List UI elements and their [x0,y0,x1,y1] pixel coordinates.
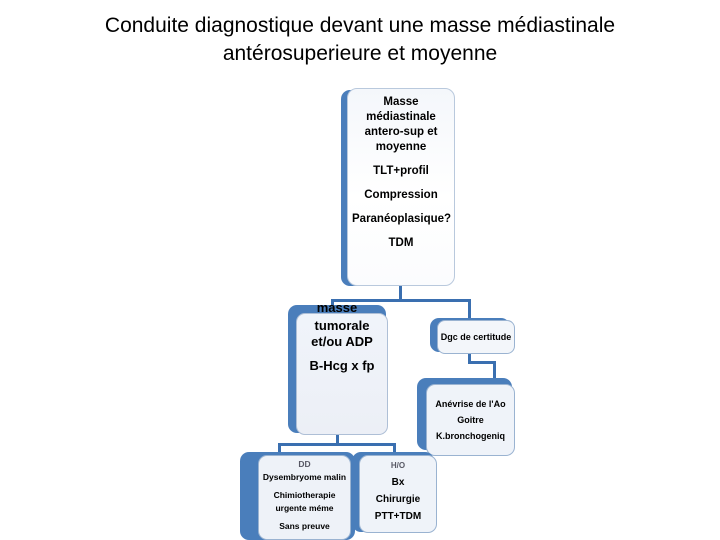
biopsie-line-3: Chirurgie [375,494,421,505]
connector-root-split [331,299,471,302]
biopsie-chirurgie[interactable]: H/O Bx Chirurgie PTT+TDM [359,455,437,533]
connector-to-dysembryome [278,443,281,455]
connector-to-biopsie [393,443,396,455]
connector-dgc-stem [468,352,471,364]
connector-root-stem [399,286,402,301]
dysembryome-malin[interactable]: DD Dysembryome malin Chimiotherapie urge… [258,455,351,540]
biopsie-line-1: H/O [390,461,406,470]
dysembryome-line-4: Sans preuve [279,521,330,531]
connector-dgc-drop [493,361,496,381]
connector-bottom-split [278,443,396,446]
connector-to-dgc [468,299,471,321]
biopsie-line-2: Bx [391,477,405,488]
masse-line-3: B-Hcg x fp [309,358,375,373]
diff-line-3: K.bronchogeniq [436,431,505,441]
diagnostics-differentiels[interactable]: Anévrise de l'Ao Goitre K.bronchogeniq [426,384,515,456]
biopsie-line-4: PTT+TDM [374,511,422,522]
masse-line-1: tumorale [314,318,370,333]
root-line-3: Compression [364,189,438,201]
root-line-1: Masse médiastinale antero-sup et moyenne [364,96,438,153]
masse-line-2: et/ou ADP [311,334,373,349]
connector-dgc-elbow [468,361,496,364]
dgc-de-certitude[interactable]: Dgc de certitude [437,320,515,354]
dysembryome-line-2: Dysembryome malin [262,472,347,482]
dysembryome-line-1: DD [298,459,311,469]
root-line-4: Paranéoplasique? [352,213,452,225]
diff-line-2: Goitre [457,415,484,425]
masse-tumorale-overlabel: masse [316,300,358,315]
dgc-line-1: Dgc de certitude [440,332,512,342]
root-line-2: TLT+profil [373,165,429,177]
masse-mediastinale-root[interactable]: Masse médiastinale antero-sup et moyenne… [347,88,455,286]
connector-masse-stem [336,433,339,445]
page-title: Conduite diagnostique devant une masse m… [104,14,616,65]
root-line-5: TDM [388,237,414,249]
diff-line-1: Anévrise de l'Ao [435,399,506,409]
connector-to-masse [331,299,334,309]
masse-tumorale-adp[interactable]: tumorale et/ou ADP B-Hcg x fp [296,313,388,435]
dysembryome-line-3: Chimiotherapie urgente méme [273,490,336,513]
